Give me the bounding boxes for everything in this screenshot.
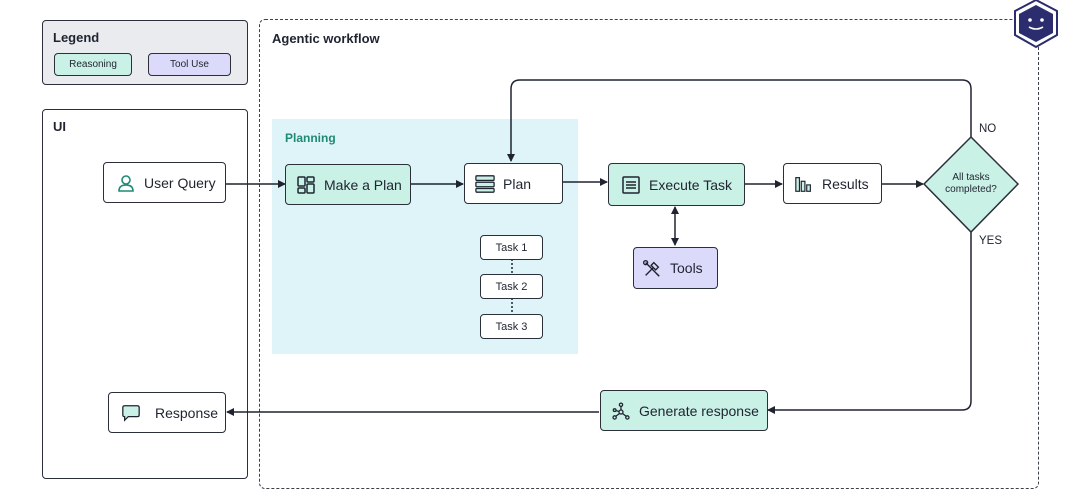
- legend-tool-use-label: Tool Use: [170, 59, 209, 70]
- user-query-node: User Query: [103, 162, 226, 203]
- robot-logo: [1014, 0, 1058, 49]
- task-1-label: Task 1: [495, 241, 528, 254]
- results-node: Results: [783, 163, 882, 204]
- task-1-node: Task 1: [480, 235, 543, 260]
- execute-task-label: Execute Task: [649, 176, 733, 193]
- generate-response-node: Generate response: [600, 390, 768, 431]
- tools-node: Tools: [633, 247, 718, 289]
- task-2-node: Task 2: [480, 274, 543, 299]
- tools-icon: [642, 258, 662, 278]
- decision-diamond: [922, 135, 1020, 234]
- task-3-label: Task 3: [495, 320, 528, 333]
- task-3-node: Task 3: [480, 314, 543, 339]
- legend-title: Legend: [53, 30, 100, 45]
- plan-label: Plan: [503, 175, 532, 192]
- legend-reasoning-label: Reasoning: [69, 59, 117, 70]
- decision-line-2: completed?: [945, 184, 997, 195]
- user-icon: [116, 173, 136, 193]
- plan-node: Plan: [464, 163, 563, 204]
- task-2-label: Task 2: [495, 280, 528, 293]
- legend-reasoning-chip: Reasoning: [54, 53, 132, 76]
- no-label: NO: [979, 123, 997, 135]
- decision-line-1: All tasks: [952, 172, 990, 183]
- arrow-yes-path: [767, 232, 972, 414]
- legend-tool-use-chip: Tool Use: [148, 53, 231, 76]
- arrow-no-loop: [507, 79, 972, 162]
- ui-title: UI: [53, 119, 66, 134]
- yes-label: YES: [979, 235, 1003, 247]
- layout-icon: [296, 175, 316, 195]
- document-icon: [621, 175, 641, 195]
- user-query-label: User Query: [144, 174, 216, 191]
- planning-title: Planning: [285, 131, 336, 145]
- network-icon: [611, 401, 631, 421]
- make-a-plan-node: Make a Plan: [285, 164, 411, 205]
- make-a-plan-label: Make a Plan: [324, 176, 402, 193]
- bar-chart-icon: [794, 174, 814, 194]
- chat-icon: [121, 403, 141, 423]
- stack-icon: [475, 174, 495, 194]
- decision-label: All tasks completed?: [934, 172, 1008, 196]
- response-node: Response: [108, 392, 226, 433]
- execute-task-node: Execute Task: [608, 163, 745, 206]
- response-label: Response: [155, 404, 219, 421]
- results-label: Results: [822, 175, 869, 192]
- generate-response-label: Generate response: [639, 402, 759, 419]
- connector-layer: [226, 0, 1058, 416]
- tools-label: Tools: [670, 260, 703, 276]
- agentic-workflow-title: Agentic workflow: [272, 31, 380, 46]
